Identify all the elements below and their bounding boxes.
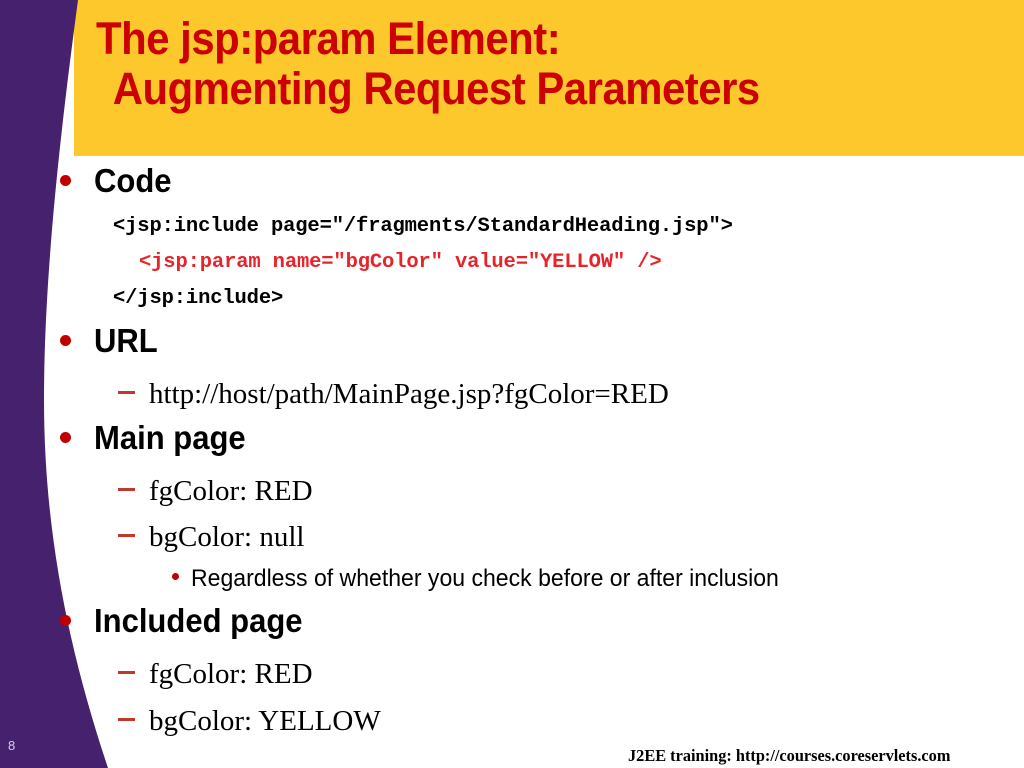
footer-text: J2EE training: http://courses.coreservle… [628, 746, 951, 765]
bullet-level1-label: Code [94, 162, 172, 199]
bullet-level2-label: fgColor: RED [149, 658, 313, 690]
bullet-level1-included-page: Included page [60, 604, 316, 638]
slide-body: Code <jsp:include page="/fragments/Stand… [0, 156, 1024, 736]
left-purple-band-decoration [0, 0, 108, 768]
bullet-dot-icon [60, 174, 71, 186]
bullet-level2-included-fgcolor: fgColor: RED [118, 659, 313, 689]
bullet-dot-icon [60, 334, 71, 346]
page-title-line-2: Augmenting Request Parameters [112, 63, 760, 114]
dash-marker-icon [118, 390, 135, 394]
dash-marker-icon [118, 533, 135, 537]
title-banner [74, 0, 1024, 156]
dash-marker-icon [118, 487, 135, 491]
bullet-level2-label: bgColor: null [149, 521, 305, 553]
bullet-level2-included-bgcolor: bgColor: YELLOW [118, 706, 381, 736]
bullet-level1-label: URL [94, 322, 158, 359]
bullet-dot-icon [60, 431, 71, 443]
dash-marker-icon [118, 670, 135, 674]
code-line-include-open: <jsp:include page="/fragments/StandardHe… [113, 215, 733, 238]
page-number: 8 [8, 738, 16, 753]
bullet-level1-main-page: Main page [60, 421, 255, 455]
bullet-level1-code: Code [60, 164, 177, 198]
bullet-level3-label: Regardless of whether you check before o… [191, 565, 779, 592]
bullet-level2-label: fgColor: RED [149, 475, 313, 507]
bullet-level2-label: bgColor: YELLOW [149, 705, 381, 737]
bullet-level2-main-fgcolor: fgColor: RED [118, 476, 313, 506]
page-title: The jsp:param Element: Augmenting Reques… [96, 14, 942, 114]
bullet-level1-label: Main page [94, 419, 246, 456]
code-line-jsp-param: <jsp:param name="bgColor" value="YELLOW"… [139, 251, 662, 274]
bullet-level1-url: URL [60, 324, 162, 358]
bullet-level2-label: http://host/path/MainPage.jsp?fgColor=RE… [149, 378, 669, 410]
bullet-level1-label: Included page [94, 602, 303, 639]
code-line-include-close: </jsp:include> [113, 287, 284, 310]
bullet-dot-icon [60, 614, 71, 626]
dash-marker-icon [118, 717, 135, 721]
bullet-level2-main-bgcolor: bgColor: null [118, 522, 304, 552]
bullet-level3-regardless-note: Regardless of whether you check before o… [172, 566, 803, 591]
bullet-dot-icon [172, 573, 179, 581]
page-title-line-1: The jsp:param Element: [96, 13, 561, 64]
bullet-level2-url-value: http://host/path/MainPage.jsp?fgColor=RE… [118, 379, 669, 409]
purple-band-shape [0, 0, 108, 768]
